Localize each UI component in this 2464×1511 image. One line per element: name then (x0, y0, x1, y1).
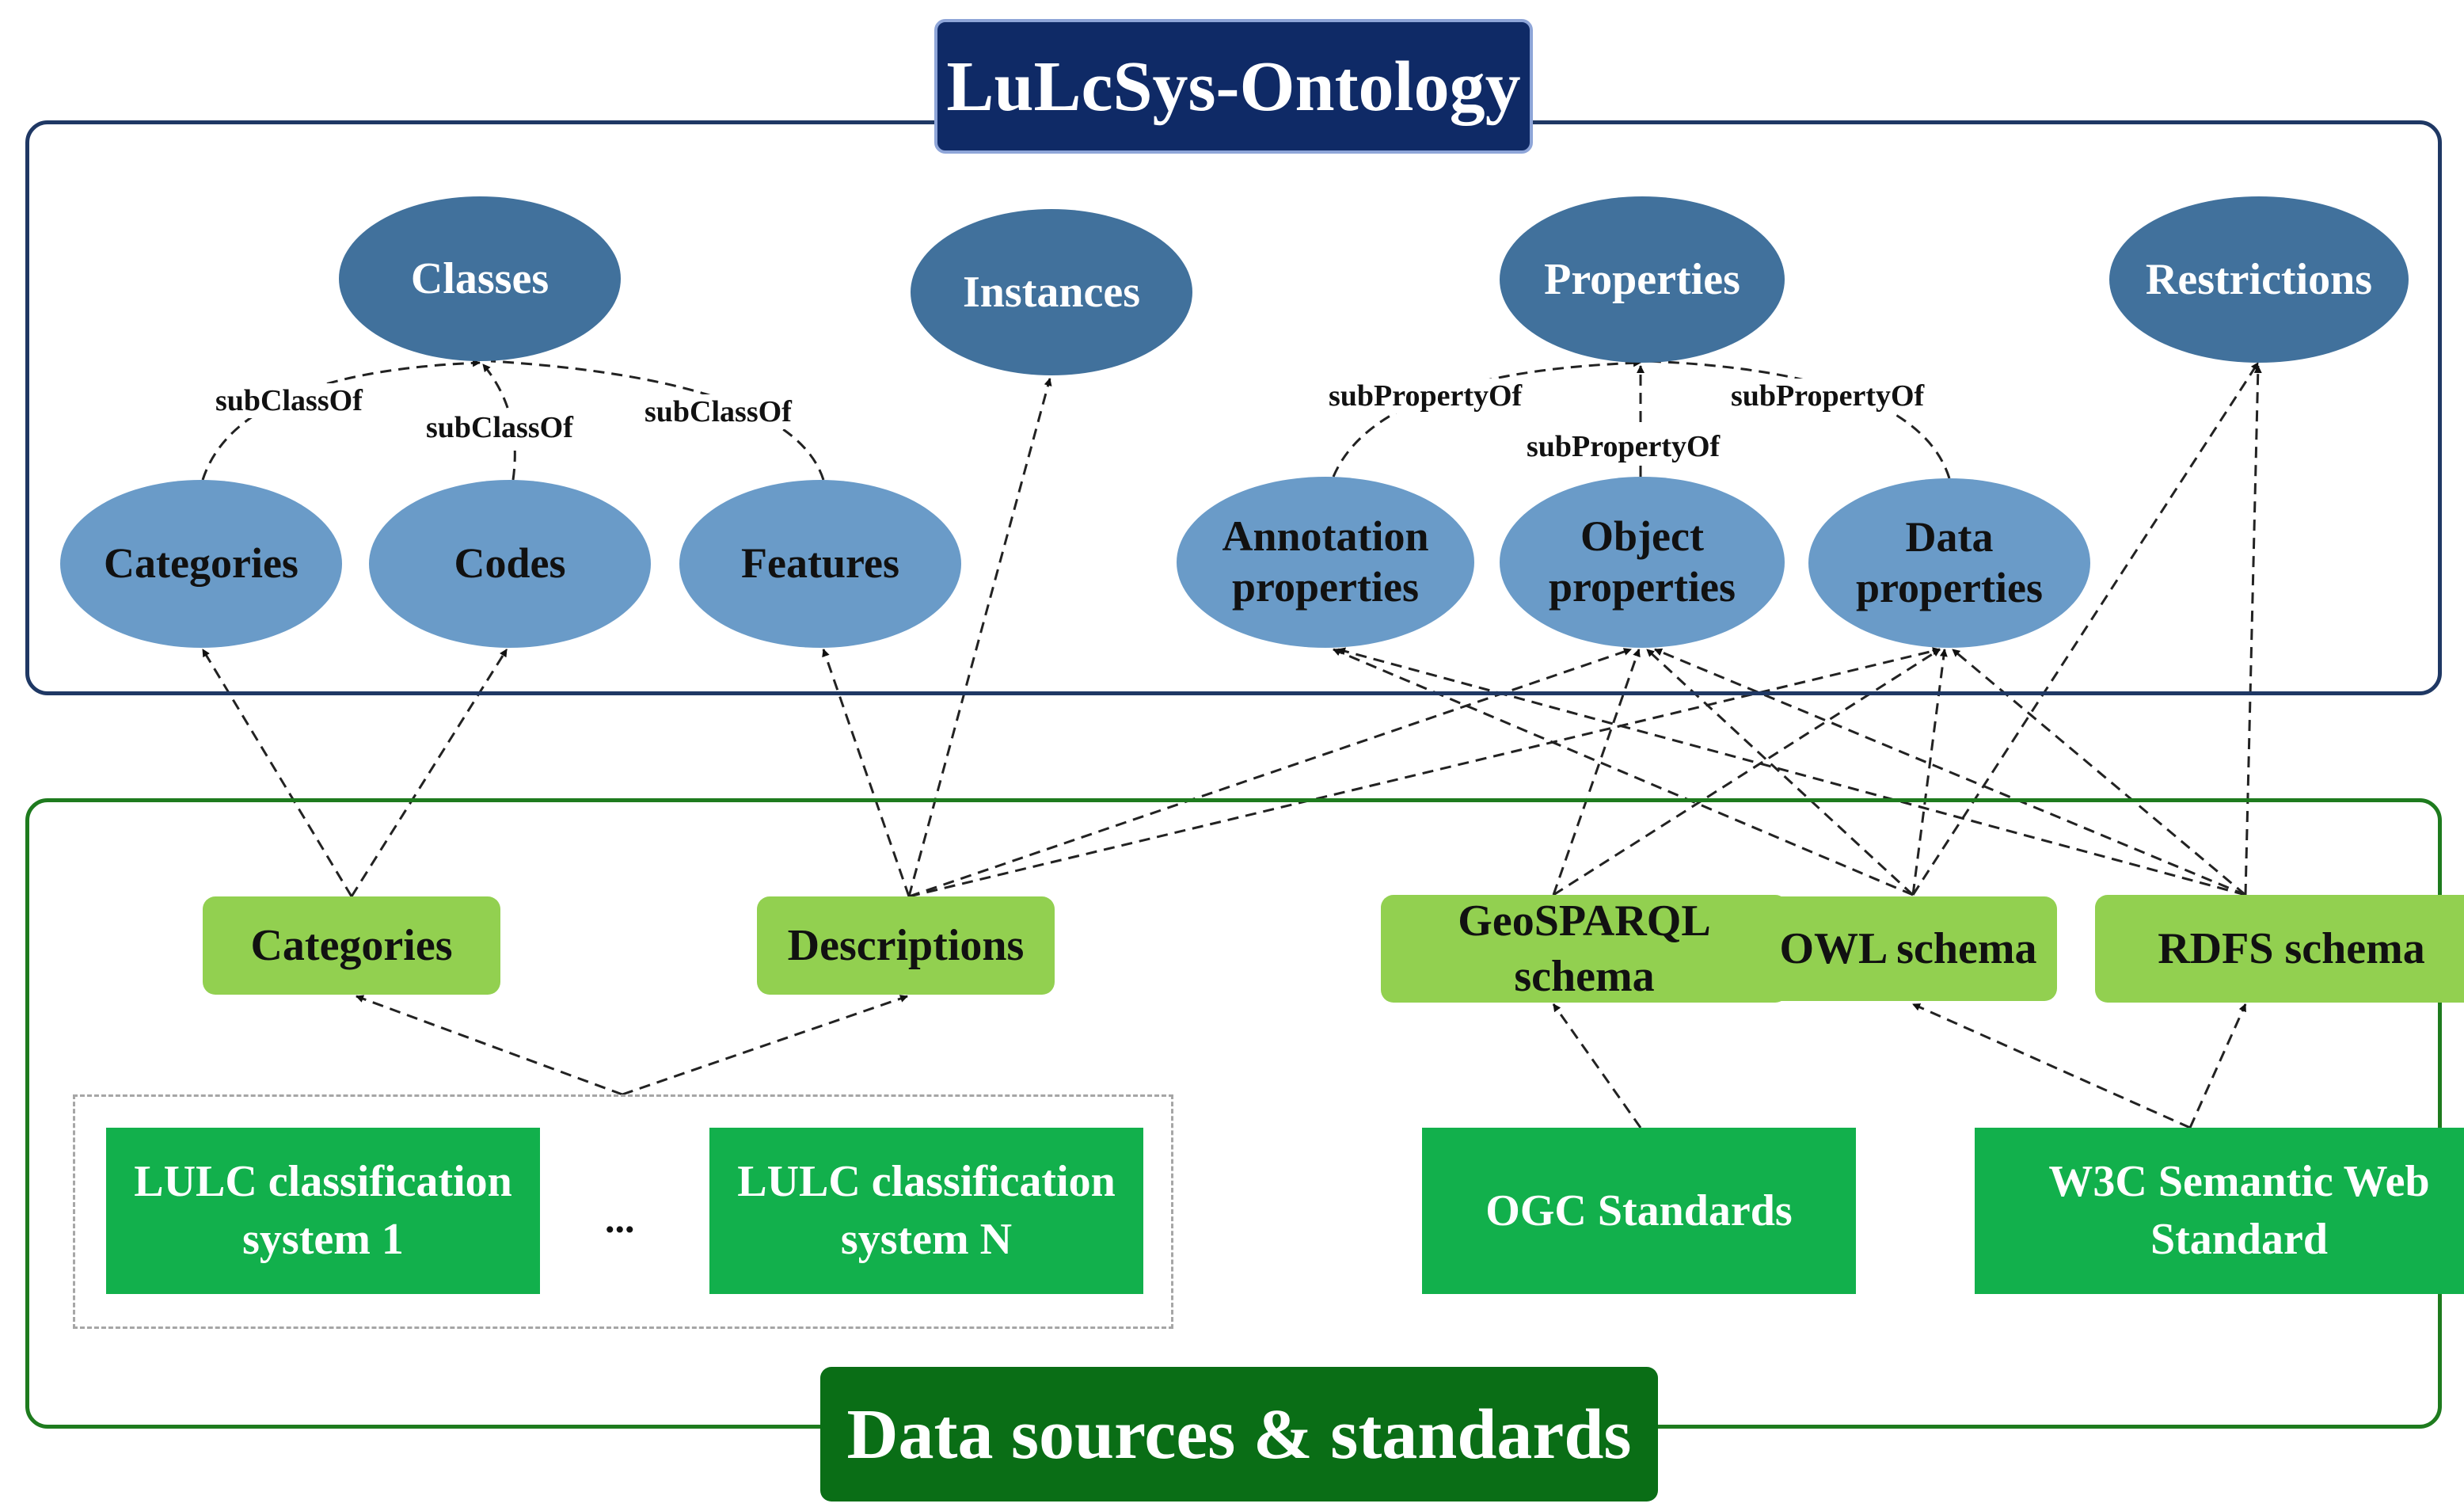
arrow-w3c-to-rdfs (2188, 1003, 2247, 1128)
subproperty-label-3: subPropertyOf (1729, 379, 1926, 413)
arrow-systems-to-descriptions (622, 995, 908, 1096)
object-properties-node: Object properties (1500, 477, 1785, 648)
arrow-rdfs-to-object (1654, 648, 2246, 896)
classes-node: Classes (339, 196, 621, 361)
arrow-geosparql-to-data (1553, 648, 1941, 896)
classification-systems-group (73, 1094, 1173, 1329)
rdfs-schema-box: RDFS schema (2095, 895, 2464, 1003)
annotation-properties-node: Annotation properties (1177, 477, 1474, 648)
properties-node: Properties (1500, 196, 1785, 363)
arrow-w3c-to-owl (1912, 1003, 2191, 1129)
arrow-geosparql-to-object (1552, 649, 1641, 896)
subclass-label-2: subClassOf (424, 410, 575, 445)
arrow-owl-to-data (1911, 649, 1948, 896)
lulc-system-n-box: LULC classification system N (709, 1128, 1143, 1294)
arrow-ogc-to-geosparql (1552, 1003, 1642, 1128)
owl-schema-box: OWL schema (1759, 896, 2057, 1001)
arrow-cat-to-codes (350, 649, 508, 897)
ontology-title: LuLcSys-Ontology (934, 19, 1533, 154)
lulc-system-1-box: LULC classification system 1 (106, 1128, 540, 1294)
arrow-owl-to-restrictions (1911, 362, 2260, 896)
ogc-standards-box: OGC Standards (1422, 1128, 1856, 1294)
instances-node: Instances (911, 209, 1192, 375)
codes-class-node: Codes (369, 480, 651, 648)
geosparql-schema-box: GeoSPARQL schema (1381, 895, 1788, 1003)
categories-class-node: Categories (60, 480, 342, 648)
restrictions-node: Restrictions (2109, 196, 2409, 363)
arrow-rdfs-to-annotation (1337, 647, 2246, 896)
data-sources-title: Data sources & standards (820, 1367, 1658, 1501)
subproperty-label-2: subPropertyOf (1525, 429, 1722, 464)
arrow-desc-to-data (908, 647, 1941, 898)
categories-source-box: Categories (203, 896, 500, 995)
subclass-curve-categories (201, 359, 481, 481)
ellipsis-text: ... (605, 1197, 635, 1241)
subproperty-label-1: subPropertyOf (1327, 379, 1524, 413)
subclass-label-1: subClassOf (214, 383, 364, 418)
descriptions-source-box: Descriptions (757, 896, 1055, 995)
subclass-label-3: subClassOf (643, 394, 793, 429)
arrow-rdfs-to-data (1952, 648, 2246, 896)
arrow-rdfs-to-restrictions (2244, 365, 2262, 896)
data-properties-node: Data properties (1808, 478, 2090, 648)
arrow-owl-to-object (1645, 648, 1915, 896)
arrow-desc-to-instances (907, 378, 1052, 897)
features-class-node: Features (679, 480, 961, 648)
arrow-desc-to-features (822, 649, 911, 897)
w3c-standard-box: W3C Semantic Web Standard (1975, 1128, 2464, 1294)
arrow-owl-to-annotation (1333, 648, 1914, 896)
arrow-cat-to-categories (201, 649, 353, 897)
arrow-systems-to-categories (356, 995, 623, 1096)
